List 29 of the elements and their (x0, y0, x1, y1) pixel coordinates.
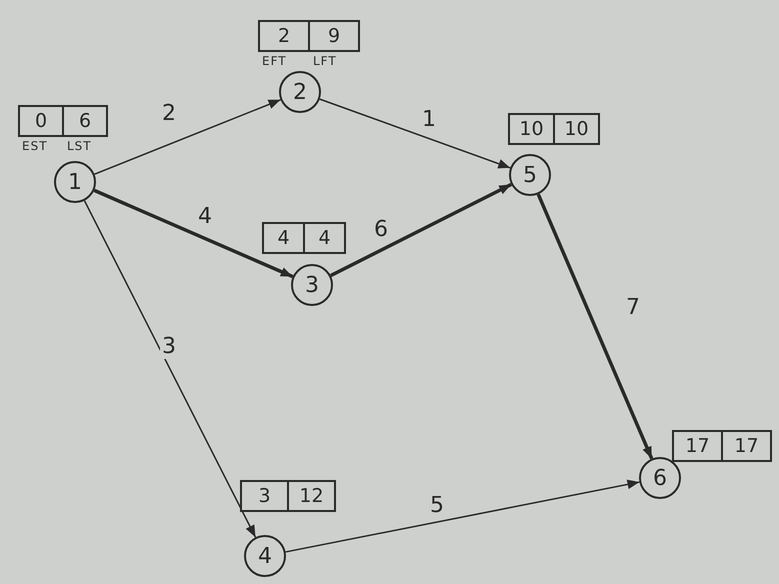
column-caption: LST (67, 139, 92, 153)
arrow (536, 194, 654, 460)
time-cell: 10 (553, 115, 598, 143)
event-circle: 5 (509, 154, 551, 196)
event-circle: 2 (279, 71, 321, 113)
column-caption: EFT (262, 54, 287, 68)
event-circle: 6 (639, 457, 681, 499)
event-circle: 1 (54, 161, 96, 203)
arrow (320, 98, 510, 169)
time-cell: 6 (62, 107, 106, 135)
column-caption: EST (22, 139, 48, 153)
time-cell: 17 (721, 432, 770, 460)
time-cell: 4 (303, 224, 344, 252)
time-cell: 12 (287, 482, 334, 510)
time-cell-text: 2 (276, 24, 292, 49)
time-cell-text: 4 (276, 226, 291, 251)
arrow (330, 182, 512, 278)
time-cell-text: 10 (518, 117, 545, 142)
arrow (94, 99, 281, 175)
arrow (94, 188, 294, 278)
arrow (285, 480, 640, 553)
time-cell-text: 0 (34, 109, 48, 134)
column-caption: LFT (313, 54, 337, 68)
event-circle: 3 (291, 264, 333, 306)
time-cell-text: 3 (257, 484, 272, 509)
time-cell: 9 (308, 22, 358, 50)
arrow (84, 200, 256, 538)
time-cell-text: 17 (684, 434, 711, 459)
event-circle: 4 (244, 535, 286, 577)
